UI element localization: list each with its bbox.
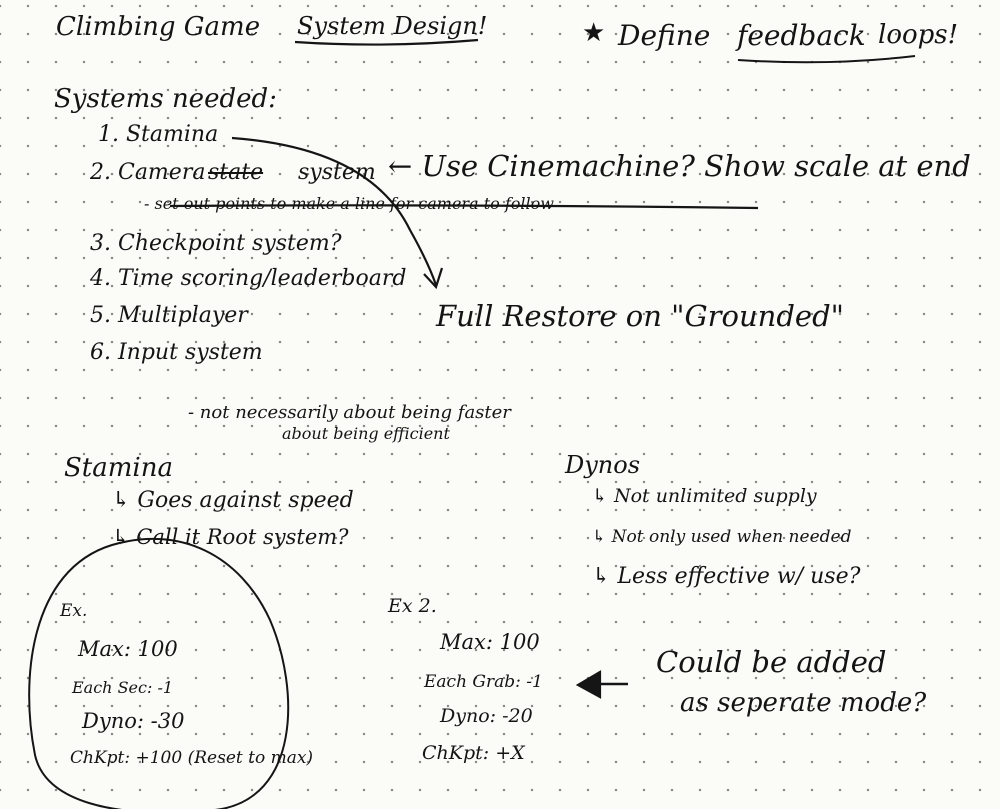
star-icon: ★ — [582, 18, 606, 48]
feedback-label: feedback — [737, 19, 866, 52]
systems-heading: Systems needed: — [54, 84, 277, 114]
loops-label: loops! — [878, 20, 959, 50]
feedback-underline — [737, 55, 916, 64]
camera-struck-word: state — [208, 160, 264, 185]
camera-system-word: system — [298, 160, 376, 185]
example1-heading: Ex. — [60, 601, 88, 621]
system-item-multiplayer: 5. Multiplayer — [90, 303, 248, 328]
stamina-bullet: ↳ Call it Root system? — [112, 525, 349, 549]
stamina-heading: Stamina — [64, 453, 173, 483]
example-circle — [28, 537, 290, 809]
stamina-bullet: ↳ Goes against speed — [112, 488, 354, 513]
restore-note: Full Restore on "Grounded" — [436, 299, 844, 333]
define-label: Define — [618, 19, 711, 52]
dynos-bullet: ↳ Not unlimited supply — [592, 485, 817, 507]
camera-note: ← Use Cinemachine? Show scale at end — [388, 149, 971, 183]
camera-sub-note: - set out points to make a line for came… — [144, 194, 554, 213]
stamina-arrow-head — [423, 267, 444, 290]
system-item-camera: 2. Camera — [90, 160, 206, 185]
example2-heading: Ex 2. — [388, 595, 437, 617]
dynos-bullet: ↳ Not only used when needed — [592, 527, 852, 547]
example2-row: Dyno: -20 — [440, 705, 533, 727]
example2-row: ChKpt: +X — [422, 742, 525, 764]
stamina-note-line2: about being efficient — [282, 424, 450, 443]
system-item-checkpoint: 3. Checkpoint system? — [90, 231, 342, 256]
mode-note-line1: Could be added — [656, 645, 887, 679]
system-item-input: 6. Input system — [90, 340, 263, 365]
example2-row: Each Grab: -1 — [424, 672, 543, 692]
dynos-bullet: ↳ Less effective w/ use? — [592, 564, 861, 589]
title-underline — [294, 38, 479, 46]
stamina-note-line1: - not necessarily about being faster — [188, 402, 511, 423]
example1-row: Each Sec: -1 — [72, 678, 174, 697]
system-item-stamina: 1. Stamina — [98, 122, 219, 147]
example2-row: Max: 100 — [440, 630, 540, 654]
example1-row: ChKpt: +100 (Reset to max) — [70, 748, 314, 768]
mode-note-line2: as seperate mode? — [680, 688, 927, 718]
system-item-scoring: 4. Time scoring/leaderboard — [90, 266, 407, 291]
example1-row: Max: 100 — [78, 637, 178, 661]
page-title: Climbing Game — [56, 12, 261, 42]
dynos-heading: Dynos — [565, 451, 641, 479]
page-subtitle: System Design! — [297, 12, 488, 40]
mode-arrow-head — [575, 670, 602, 699]
example1-row: Dyno: -30 — [82, 709, 185, 733]
